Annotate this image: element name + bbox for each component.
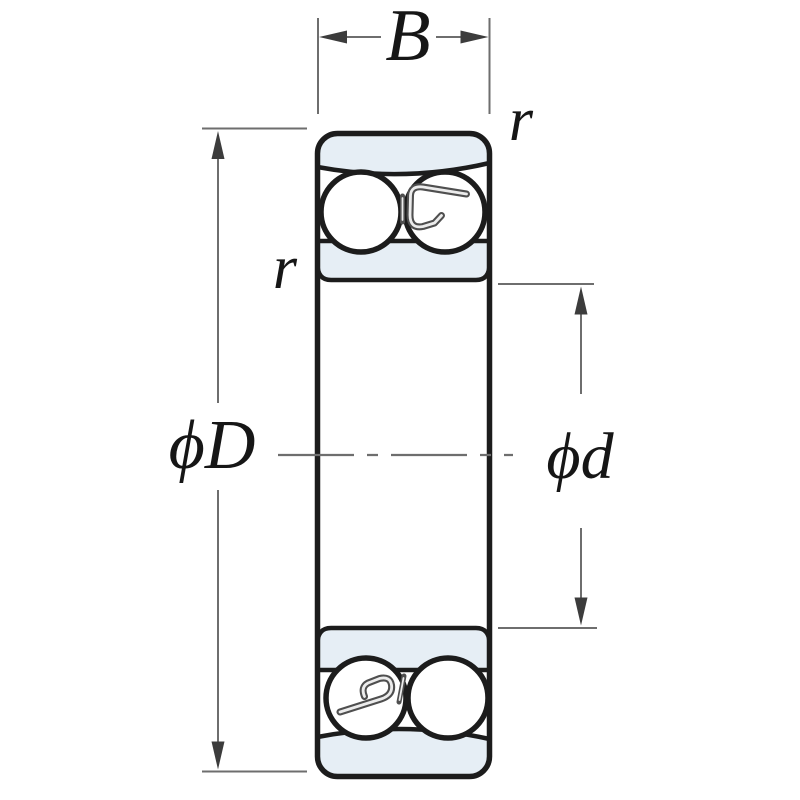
cage-profile-bottom-highlight	[338, 676, 394, 714]
phid-arrowhead-up	[574, 286, 588, 315]
label-bore-diameter: ϕd	[546, 420, 614, 493]
dimension-phid: ϕd	[498, 283, 615, 629]
cage-profiles	[336, 183, 470, 716]
label-corner-radius-left: r	[273, 234, 298, 302]
phiD-arrowhead-down	[211, 741, 225, 770]
phiD-arrowhead-up	[211, 131, 225, 159]
b-arrowhead-left	[319, 30, 347, 44]
phid-arrowhead-down	[574, 597, 588, 626]
dimension-B: B	[317, 0, 491, 114]
ball-top-left	[318, 169, 404, 255]
label-width-B: B	[385, 0, 430, 77]
dimension-phiD: ϕD	[169, 127, 307, 773]
b-arrowhead-right	[460, 30, 489, 44]
cage-between-bottom-balls-highlight	[398, 677, 405, 701]
ball-bottom-right	[405, 655, 491, 741]
label-outer-diameter: ϕD	[169, 407, 256, 484]
outer-ring-top-section	[317, 133, 490, 175]
outer-raceway-top-arc	[315, 160, 492, 177]
cage-profile-top-highlight	[408, 185, 468, 229]
outer-ring-bottom-section	[317, 728, 490, 777]
label-corner-radius-right: r	[509, 86, 534, 154]
